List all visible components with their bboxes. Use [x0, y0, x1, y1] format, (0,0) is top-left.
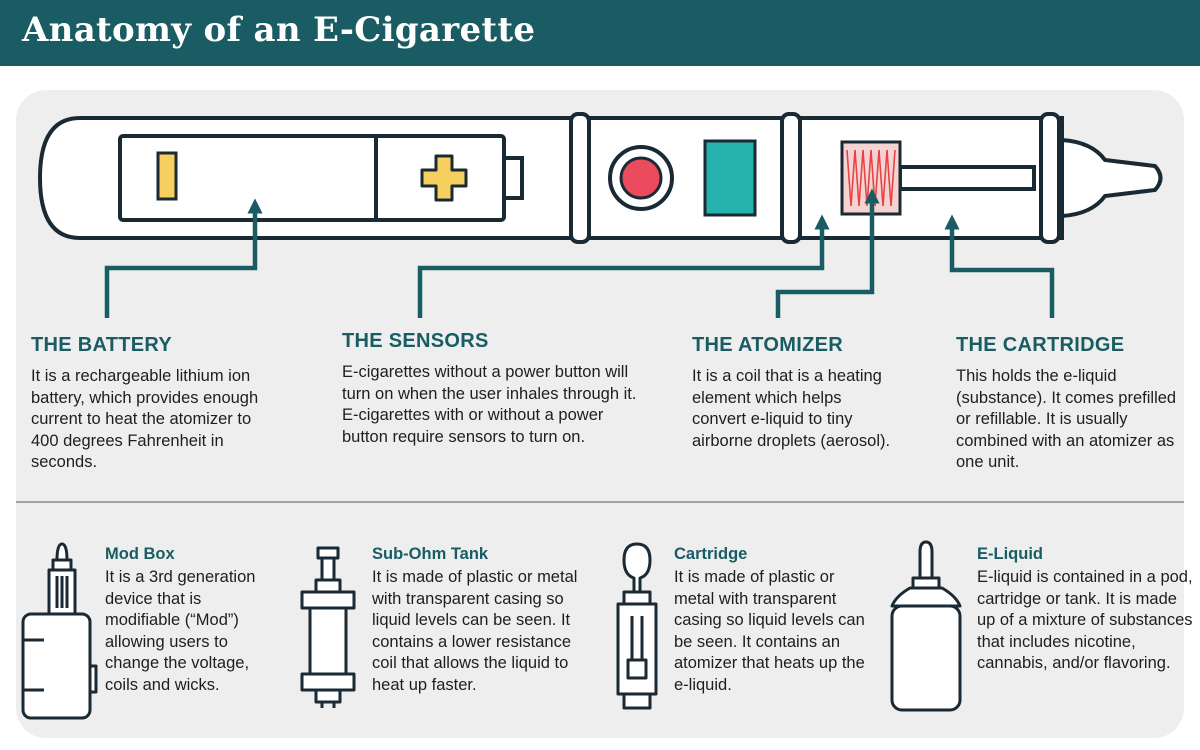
cartridge-callout-arrow: [944, 214, 1055, 318]
ring-1: [569, 112, 591, 244]
battery-terminal: [502, 156, 524, 200]
negative-terminal-mark-icon: [156, 151, 178, 201]
cartridge-device-description: It is made of plastic or metal with tran…: [674, 568, 865, 694]
plus-sign-icon: [420, 154, 468, 202]
e-liquid-description: E-liquid is contained in a pod, cartridg…: [977, 568, 1193, 672]
e-cigarette-illustration: [37, 112, 1163, 244]
e-liquid-bottle-icon: [890, 540, 962, 712]
sub-ohm-tank-heading: Sub-Ohm Tank: [372, 545, 489, 563]
atomizer-description: It is a coil that is a heating element w…: [692, 367, 891, 450]
page-title: Anatomy of an E-Cigarette: [22, 10, 536, 50]
mod-box-heading: Mod Box: [105, 545, 175, 563]
battery-description: It is a rechargeable lithium ion battery…: [31, 367, 259, 471]
atomizer-heading: THE ATOMIZER: [692, 334, 844, 356]
cartridge-description: This holds the e-liquid (substance). It …: [956, 367, 1177, 471]
sensors-heading: THE SENSORS: [342, 330, 489, 352]
cartridge-heading: THE CARTRIDGE: [956, 334, 1125, 356]
cartridge-tube: [898, 165, 1036, 191]
ring-3: [1039, 112, 1061, 244]
sensor-chip-icon: [703, 139, 757, 217]
atomizer-callout-arrow: [775, 188, 880, 318]
ring-2: [780, 112, 802, 244]
sensor-button-icon: [619, 156, 663, 200]
mod-box-icon: [21, 542, 98, 720]
sub-ohm-tank-icon: [300, 546, 356, 708]
cartridge-icon: [616, 542, 658, 710]
mouthpiece: [1060, 137, 1163, 219]
sub-ohm-tank-description: It is made of plastic or metal with tran…: [372, 568, 578, 694]
sensors-callout-arrow: [417, 214, 830, 318]
battery-heading: THE BATTERY: [31, 334, 173, 356]
e-liquid-heading: E-Liquid: [977, 545, 1043, 563]
mod-box-description: It is a 3rd generation device that is mo…: [105, 568, 256, 694]
sensors-description: E-cigarettes without a power button will…: [342, 363, 637, 446]
battery-callout-arrow: [104, 198, 263, 318]
title-banner: Anatomy of an E-Cigarette: [0, 0, 1200, 66]
cartridge-device-heading: Cartridge: [674, 545, 748, 563]
